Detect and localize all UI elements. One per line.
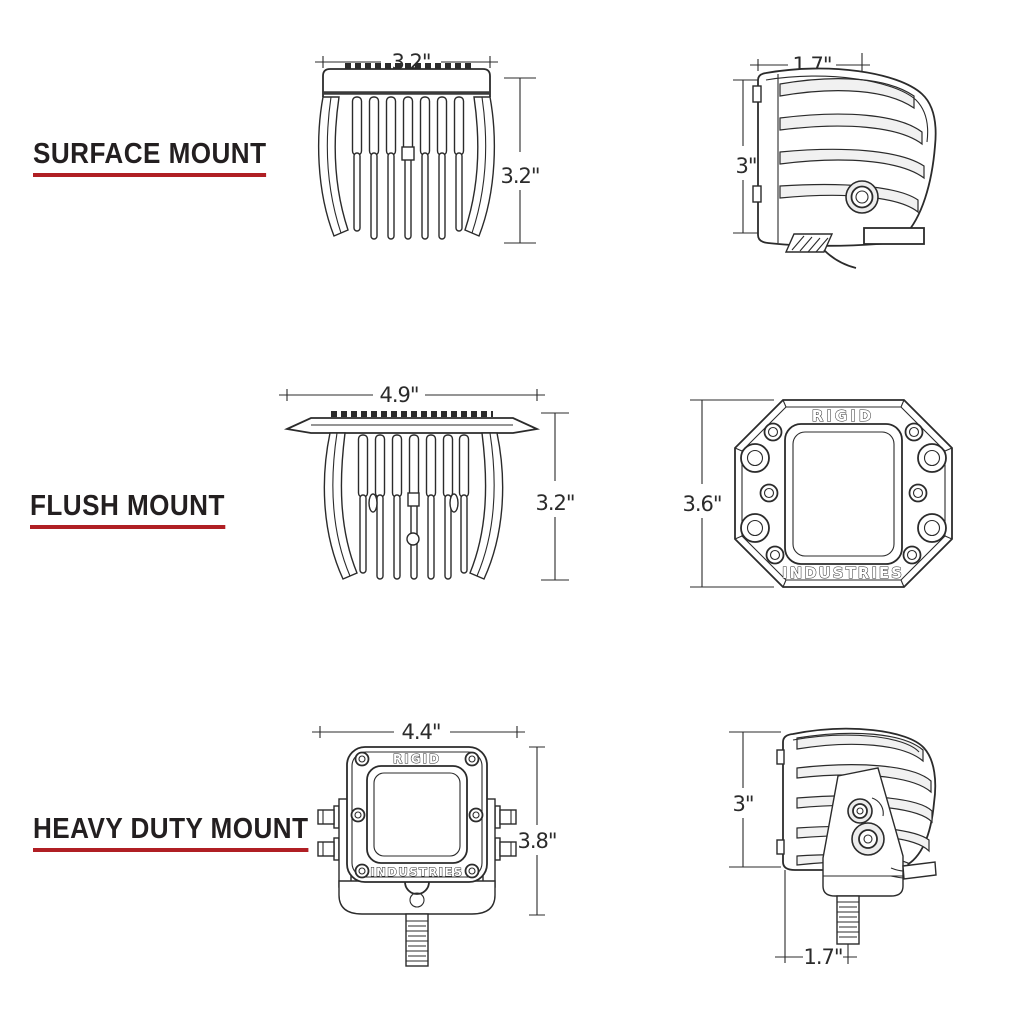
flush-mount-front-view-drawing: 3.6" RIGID INDUSTRIES (682, 399, 953, 588)
dim-width-label: 4.9" (379, 383, 418, 407)
cooling-fins (357, 434, 470, 580)
dimension-width: 3.2" (315, 50, 498, 74)
dim-width-label: 4.4" (401, 720, 440, 744)
section-title-heavy-duty-mount: HEAVY DUTY MOUNT (33, 815, 309, 852)
mounting-holes (740, 422, 947, 565)
lens (366, 765, 468, 864)
dimension-height: 3.6" (682, 399, 774, 588)
flush-mount-rear-view-drawing: 4.9" 3.2" (279, 383, 576, 581)
threaded-stud (405, 913, 429, 967)
threaded-stud (836, 895, 860, 945)
dim-width-label: 1.7" (803, 945, 842, 969)
bracket-notch (404, 881, 430, 895)
dim-height-label: 3.8" (517, 829, 556, 853)
surface-mount-rear-view-drawing: 3.2" 3.2" (315, 50, 541, 244)
wire-sleeve (902, 861, 937, 880)
dimension-height: 3.8" (517, 746, 558, 916)
dim-height-label: 3.2" (500, 164, 539, 188)
mounting-bracket (822, 767, 937, 897)
dimension-height: 3.2" (535, 412, 576, 581)
housing-rear (317, 63, 496, 240)
pivot-bolt (845, 180, 879, 214)
brand-name-top: RIGID (812, 407, 874, 425)
bracket-bolts (847, 798, 885, 856)
face-screws (350, 751, 484, 879)
housing-side (752, 67, 937, 247)
dim-height-label: 3" (732, 792, 753, 816)
heavy-duty-side-view-drawing: 3" (729, 727, 937, 969)
flange-face: RIGID INDUSTRIES (734, 399, 953, 588)
section-title-surface-mount: SURFACE MOUNT (33, 140, 267, 177)
cooling-fins (351, 96, 465, 240)
housing-rear (323, 432, 504, 580)
dim-width-label: 3.2" (391, 50, 430, 74)
dimension-width: 4.9" (279, 383, 545, 407)
surface-mount-side-view-drawing: 1.7" 3" (733, 53, 937, 269)
dimension-width: 1.7" (775, 870, 857, 969)
brand-name-top: RIGID (393, 752, 441, 766)
housing-front: RIGID INDUSTRIES (346, 746, 488, 908)
mount-foot (784, 227, 925, 269)
hex-bolts (317, 809, 517, 857)
dimension-height: 3" (733, 79, 760, 234)
dimension-width: 4.4" (312, 720, 525, 744)
brand-name-bottom: INDUSTRIES (370, 865, 463, 879)
wire (890, 867, 905, 879)
dimension-height: 3" (729, 731, 781, 868)
dim-height-label: 3.6" (682, 492, 721, 516)
dimension-height: 3.2" (500, 77, 541, 244)
flange-plate (283, 411, 541, 434)
section-title-flush-mount: FLUSH MOUNT (30, 492, 225, 529)
dim-height-label: 3.2" (535, 491, 574, 515)
wire (823, 249, 857, 269)
brand-name-bottom: INDUSTRIES (782, 564, 904, 582)
dim-height-label: 3" (735, 154, 756, 178)
lens (784, 423, 903, 565)
heavy-duty-front-view-drawing: 4.4" 3.8" (312, 720, 558, 967)
